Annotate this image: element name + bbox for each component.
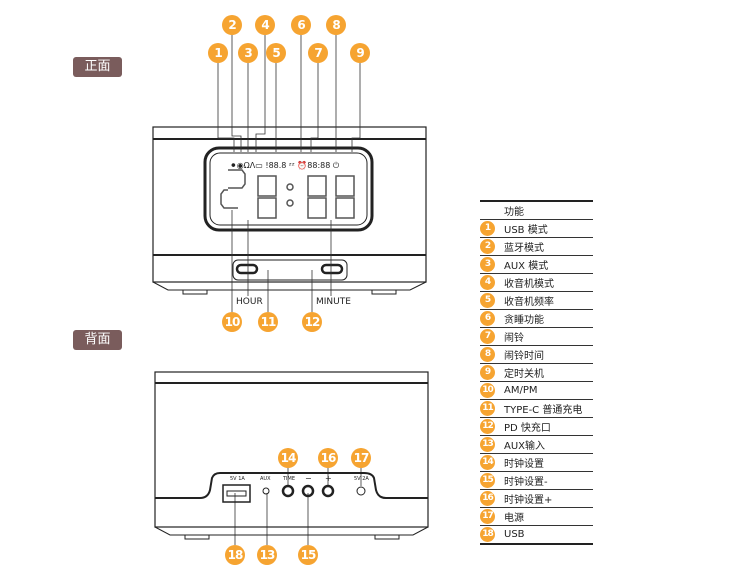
row-number-badge: 9 [480, 365, 495, 380]
hour-label: HOUR [236, 297, 263, 307]
callout-marker: 4 [255, 15, 275, 35]
row-label: 蓝牙模式 [504, 237, 593, 256]
callout-marker: 1 [208, 43, 228, 63]
row-number-badge: 14 [480, 455, 495, 470]
table-row: 2 蓝牙模式 [480, 237, 593, 256]
row-number-badge: 18 [480, 527, 495, 542]
table-row: 9 定时关机 [480, 363, 593, 382]
table-row: 17 电源 [480, 507, 593, 526]
callout-marker: 17 [351, 448, 371, 468]
table-row: 15 时钟设置- [480, 471, 593, 490]
row-label: 收音机频率 [504, 291, 593, 310]
callout-marker: 6 [291, 15, 311, 35]
row-number-badge: 12 [480, 419, 495, 434]
callout-marker: 13 [257, 545, 277, 565]
row-number-badge: 13 [480, 437, 495, 452]
table-row: 8 闹铃时间 [480, 345, 593, 364]
row-label: 贪睡功能 [504, 309, 593, 328]
table-row: 1 USB 模式 [480, 219, 593, 238]
row-label: USB 模式 [504, 219, 593, 238]
power-spec-label: 5V 2A [354, 476, 369, 482]
table-row: 13 AUX输入 [480, 435, 593, 454]
callout-marker: 2 [222, 15, 242, 35]
callout-marker: 15 [298, 545, 318, 565]
table-row: 6 贪睡功能 [480, 309, 593, 328]
row-number-badge: 5 [480, 293, 495, 308]
row-number-badge: 6 [480, 311, 495, 326]
row-label: 定时关机 [504, 363, 593, 382]
callout-marker: 3 [238, 43, 258, 63]
callout-marker: 14 [278, 448, 298, 468]
row-label: USB [504, 525, 593, 545]
callout-marker: 11 [258, 312, 278, 332]
table-row: 4 收音机模式 [480, 273, 593, 292]
time-label: TIME [283, 476, 296, 482]
table-row: 5 收音机频率 [480, 291, 593, 310]
table-row: 3 AUX 模式 [480, 255, 593, 274]
callout-marker: 18 [225, 545, 245, 565]
callout-marker: 9 [350, 43, 370, 63]
row-number-badge: 3 [480, 257, 495, 272]
plus-label: + [325, 474, 332, 483]
back-section-tag: 背面 [73, 330, 122, 350]
row-label: 电源 [504, 507, 593, 526]
table-header: 功能 [504, 200, 593, 220]
callout-marker: 5 [266, 43, 286, 63]
usb-spec-label: 5V 1A [230, 476, 245, 482]
row-label: PD 快充口 [504, 417, 593, 436]
callout-marker: 10 [222, 312, 242, 332]
table-row: 16 时钟设置+ [480, 489, 593, 508]
row-number-badge: 2 [480, 239, 495, 254]
row-label: 闹铃时间 [504, 345, 593, 364]
minus-label: − [305, 474, 312, 483]
row-number-badge: 11 [480, 401, 495, 416]
row-label: 收音机模式 [504, 273, 593, 292]
row-label: AUX输入 [504, 435, 593, 454]
row-number-badge: 10 [480, 383, 495, 398]
table-row: 18 USB [480, 525, 593, 545]
row-label: 时钟设置 [504, 453, 593, 472]
row-number-badge: 17 [480, 509, 495, 524]
row-number-badge: 8 [480, 347, 495, 362]
row-number-badge: 1 [480, 221, 495, 236]
callout-marker: 7 [308, 43, 328, 63]
front-section-tag: 正面 [73, 57, 122, 77]
row-label: 时钟设置+ [504, 489, 593, 508]
row-label: 时钟设置- [504, 471, 593, 490]
table-row: 12 PD 快充口 [480, 417, 593, 436]
minute-label: MINUTE [316, 297, 351, 307]
row-number-badge: 4 [480, 275, 495, 290]
svg-text:⚫◉ΩΛ▭ !88.8 ᶻᶻ ⏰88:88 ⏻: ⚫◉ΩΛ▭ !88.8 ᶻᶻ ⏰88:88 ⏻ [230, 160, 340, 170]
row-label: TYPE-C 普通充电 [504, 399, 593, 418]
callout-marker: 16 [318, 448, 338, 468]
row-label: 闹铃 [504, 327, 593, 346]
row-number-badge: 7 [480, 329, 495, 344]
table-row: 11 TYPE-C 普通充电 [480, 399, 593, 418]
aux-label: AUX [260, 476, 271, 482]
row-label: AUX 模式 [504, 255, 593, 274]
row-number-badge: 15 [480, 473, 495, 488]
row-number-badge: 16 [480, 491, 495, 506]
callout-marker: 8 [326, 15, 346, 35]
table-row: 14 时钟设置 [480, 453, 593, 472]
callout-marker: 12 [302, 312, 322, 332]
row-label: AM/PM [504, 381, 593, 400]
table-row: 7 闹铃 [480, 327, 593, 346]
table-row: 10 AM/PM [480, 381, 593, 400]
